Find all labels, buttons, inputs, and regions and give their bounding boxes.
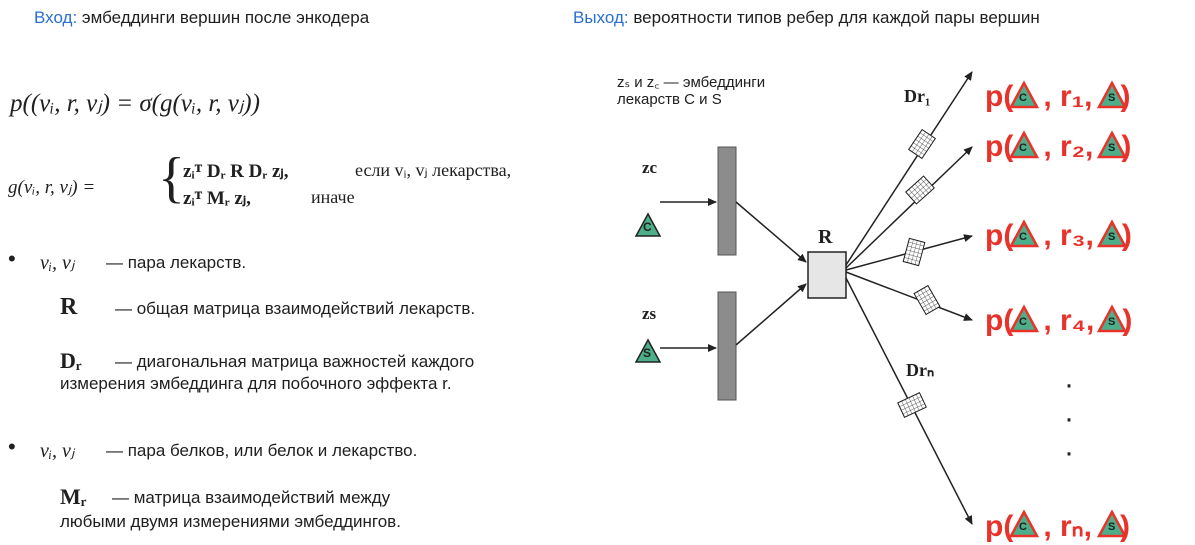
embedding-note-2: лекарств C и S [617, 91, 722, 108]
dr1-label: Dr₁ [904, 86, 931, 106]
m-symbol: Mᵣ [60, 484, 87, 509]
out-s-2: S [1108, 142, 1116, 154]
zs-label: zs [642, 304, 657, 323]
zc-label: zc [642, 158, 658, 177]
drn-matrix [897, 392, 927, 418]
out-s-n: S [1108, 521, 1116, 533]
output-p-n: p(, rₙ,) [985, 510, 1130, 543]
output-p-4: p(, r₄,) [985, 304, 1133, 337]
main-formula: p((vᵢ, r, vⱼ) = σ(g(vᵢ, r, vⱼ)) [10, 90, 260, 117]
input-key: Вход: [34, 8, 78, 27]
r-matrix-box [807, 251, 847, 299]
out-c-n: C [1019, 521, 1027, 533]
out-c-4: C [1019, 316, 1027, 328]
input-header: Вход: эмбеддинги вершин после энкодера [34, 8, 369, 28]
dots-1: · [1064, 368, 1074, 401]
embedding-note-1: zₛ и z꜀ — эмбеддинги [617, 74, 766, 91]
b2-symbol: vᵢ, vⱼ [40, 440, 75, 462]
out-s-4: S [1108, 316, 1116, 328]
b1-text: — пара лекарств. [106, 253, 247, 272]
drn-label: Drₙ [906, 360, 935, 380]
input-text: эмбеддинги вершин после энкодера [77, 8, 370, 27]
zs-embedding-bar [717, 291, 737, 401]
output-p-3: p(, r₃,) [985, 219, 1132, 252]
brace: { [158, 147, 185, 209]
dots-3: · [1064, 436, 1074, 469]
output-p-1: p(, r₁,) [985, 80, 1131, 113]
drug-c-triangle [634, 198, 717, 237]
output-triangles [1008, 80, 1128, 538]
bullet-dot-2: • [8, 434, 16, 459]
case2-expr: zᵢᵀ Mᵣ zⱼ, [183, 188, 251, 209]
bullet-dot-1: • [8, 246, 16, 271]
g-lhs: g(vᵢ, r, vⱼ) = [8, 177, 96, 198]
zs-to-r-arrow [735, 283, 807, 346]
m-text-1: — матрица взаимодействий между [112, 488, 391, 507]
dr4-matrix [913, 284, 941, 316]
d-symbol: Dᵣ [60, 348, 82, 373]
dots-2: · [1064, 402, 1074, 435]
d-text-1: — диагональная матрица важностей каждого [115, 352, 475, 371]
s-letter: S [643, 346, 652, 360]
r-text: — общая матрица взаимодействий лекарств. [115, 299, 476, 318]
r-box-label: R [818, 226, 833, 248]
output-text: вероятности типов ребер для каждой пары … [628, 8, 1040, 27]
case1-cond: если vᵢ, vⱼ лекарства, [355, 160, 512, 180]
dr1-matrix [907, 128, 937, 160]
output-key: Выход: [573, 8, 629, 27]
out-c-2: C [1019, 142, 1027, 154]
m-text-2: любыми двумя измерениями эмбеддингов. [60, 512, 401, 531]
arrow-r1 [845, 71, 973, 266]
dr3-matrix [902, 237, 926, 267]
out-s-1: S [1108, 92, 1116, 104]
d-text-2: измерения эмбеддинга для побочного эффек… [60, 374, 452, 393]
output-header: Выход: вероятности типов ребер для каждо… [573, 8, 1040, 28]
out-s-3: S [1108, 231, 1116, 243]
c-letter: C [643, 220, 652, 234]
arrow-r2 [845, 146, 973, 269]
out-c-3: C [1019, 231, 1027, 243]
arrow-r4 [845, 271, 973, 321]
zc-embedding-bar [717, 146, 737, 256]
case1-expr: zᵢᵀ Dᵣ R Dᵣ zⱼ, [183, 161, 289, 182]
b1-symbol: vᵢ, vⱼ [40, 252, 75, 274]
r-symbol: R [60, 294, 78, 320]
output-p-2: p(, r₂,) [985, 130, 1132, 163]
drug-s-triangle [634, 338, 717, 363]
b2-text: — пара белков, или белок и лекарство. [106, 441, 418, 460]
dr2-matrix [905, 175, 935, 205]
zc-to-r-arrow [735, 201, 807, 263]
out-c-1: C [1019, 92, 1027, 104]
case2-cond: иначе [311, 187, 355, 207]
